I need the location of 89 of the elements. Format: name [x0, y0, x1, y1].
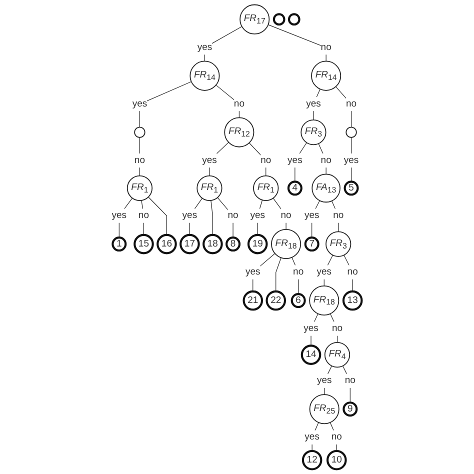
- connector: [217, 197, 234, 238]
- connector: [140, 81, 192, 128]
- connector: [216, 84, 240, 118]
- node-circle: 14: [301, 344, 322, 365]
- connector: [312, 422, 320, 452]
- node-circle: FR$_{18}$: [271, 229, 302, 260]
- connector: [344, 254, 354, 292]
- edge-label: yes: [202, 155, 218, 166]
- connector: [209, 142, 230, 176]
- node-circle: [288, 13, 301, 26]
- connector: [268, 24, 327, 62]
- node-circle: 9: [342, 402, 358, 417]
- connector: [330, 422, 338, 452]
- node-circle: 22: [266, 290, 286, 311]
- edge-label: yes: [182, 210, 198, 221]
- edge-label: yes: [246, 266, 261, 278]
- node-circle: 16: [156, 234, 178, 254]
- node-circle: [273, 13, 286, 26]
- node-circle: 13: [342, 290, 363, 311]
- connector: [119, 198, 133, 238]
- edge-label: yes: [317, 376, 332, 386]
- node-circle: FR$_{1}$: [127, 175, 153, 201]
- edge-label: yes: [317, 266, 332, 278]
- edge-label: no: [293, 266, 304, 278]
- edge-label: yes: [112, 210, 127, 221]
- node-circle: FR$_{14}$: [190, 60, 220, 91]
- edge-label: no: [281, 210, 292, 221]
- edge-label: yes: [250, 210, 266, 221]
- node-circle: [134, 126, 146, 138]
- connector: [351, 137, 352, 182]
- node-circle: 15: [134, 234, 154, 254]
- node-circle: FR$_{1}$: [196, 175, 223, 201]
- edge-label: no: [333, 210, 344, 221]
- edge-label: no: [134, 155, 146, 166]
- edge-label: no: [260, 155, 272, 166]
- node-circle: 10: [326, 450, 348, 470]
- node-circle: 21: [243, 290, 264, 311]
- edge-label: yes: [132, 98, 148, 109]
- edge-label: no: [138, 210, 150, 221]
- edge-label: yes: [304, 432, 320, 442]
- edge-label: no: [321, 155, 332, 166]
- edge-label: no: [346, 98, 357, 109]
- edge-label: yes: [304, 210, 320, 221]
- node-circle: 12: [302, 450, 322, 470]
- node-circle: FR$_{4}$: [324, 342, 350, 368]
- node-circle: FR$_{17}$: [240, 4, 270, 34]
- connector: [342, 366, 351, 403]
- node-circle: FR$_{14}$: [311, 60, 342, 91]
- edge-label: no: [345, 376, 356, 386]
- edge-label: yes: [288, 155, 303, 166]
- node-circle: 8: [226, 236, 241, 252]
- connector: [148, 196, 168, 236]
- node-circle: FR$_{25}$: [310, 394, 340, 424]
- node-circle: 5: [344, 180, 360, 196]
- node-circle: [346, 126, 358, 138]
- node-circle: 4: [288, 180, 303, 196]
- node-circle: FR$_{1}$: [253, 175, 279, 201]
- node-circle: FA$_{13}$: [312, 174, 341, 203]
- node-circle: FR$_{18}$: [309, 286, 340, 316]
- node-circle: FR$_{12}$: [224, 117, 254, 148]
- connector: [318, 143, 327, 174]
- node-circle: FR$_{3}$: [300, 119, 327, 146]
- node-circle: FR$_{3}$: [326, 231, 352, 257]
- connector: [332, 200, 339, 232]
- connector: [190, 198, 203, 236]
- connector: [141, 200, 144, 236]
- connector: [258, 200, 263, 236]
- edge-label: no: [228, 210, 239, 221]
- connector: [294, 142, 308, 182]
- edge-label: no: [332, 323, 343, 334]
- node-circle: 17: [180, 234, 200, 254]
- node-circle: 19: [248, 234, 268, 254]
- edge-label: yes: [344, 155, 359, 166]
- connector: [313, 88, 321, 120]
- edge-label: yes: [198, 42, 212, 52]
- edge-label: no: [348, 266, 358, 278]
- connector: [276, 257, 282, 292]
- edge-label: yes: [306, 98, 322, 109]
- connector: [292, 257, 299, 294]
- node-circle: 7: [304, 236, 320, 252]
- edge-label: no: [332, 432, 342, 442]
- node-circle: 6: [291, 293, 306, 308]
- edge-label: yes: [304, 323, 319, 334]
- edge-label: no: [321, 42, 332, 52]
- node-circle: 1: [112, 236, 127, 252]
- connector: [210, 200, 214, 236]
- node-circle: 18: [202, 234, 224, 254]
- connector: [330, 313, 338, 343]
- edge-label: no: [234, 98, 245, 109]
